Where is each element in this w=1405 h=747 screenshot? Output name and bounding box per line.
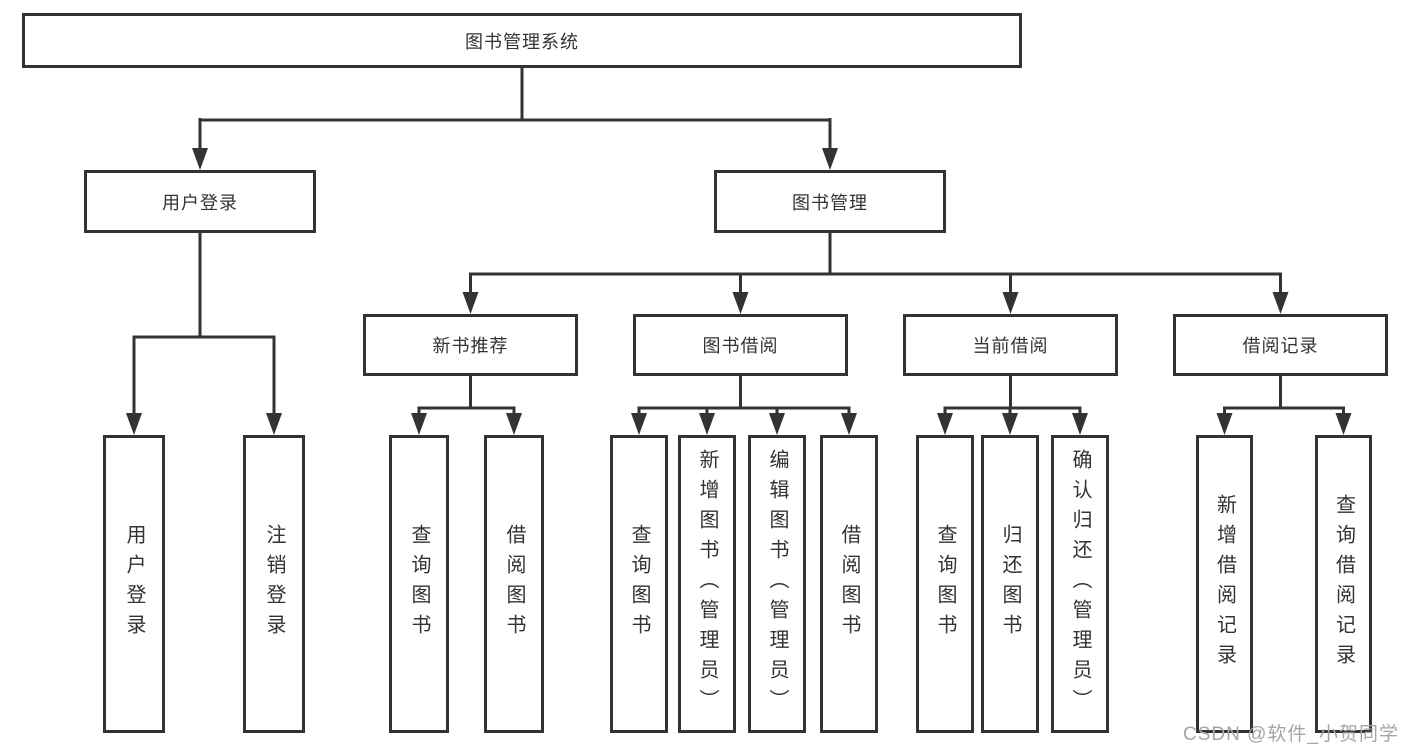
leaf-book-borrow-edit-books-admin: 编辑图书（管理员） — [748, 435, 806, 733]
leaf-borrow-records-add-record: 新增借阅记录 — [1196, 435, 1253, 733]
leaf-current-borrow-confirm-return-admin: 确认归还（管理员） — [1051, 435, 1109, 733]
node-borrow-records: 借阅记录 — [1173, 314, 1388, 376]
leaf-borrow-records-query-record: 查询借阅记录 — [1315, 435, 1372, 733]
leaf-new-books-borrow-books: 借阅图书 — [484, 435, 544, 733]
node-user-login: 用户登录 — [84, 170, 316, 233]
leaf-current-borrow-return-books: 归还图书 — [981, 435, 1039, 733]
leaf-book-borrow-query-books: 查询图书 — [610, 435, 668, 733]
csdn-watermark: CSDN @软件_小贺同学 — [1183, 724, 1399, 745]
node-root-library-system: 图书管理系统 — [22, 13, 1022, 68]
leaf-book-borrow-add-books-admin: 新增图书（管理员） — [678, 435, 736, 733]
leaf-book-borrow-borrow-books: 借阅图书 — [820, 435, 878, 733]
node-book-management: 图书管理 — [714, 170, 946, 233]
leaf-user-login: 用户登录 — [103, 435, 165, 733]
node-new-book-recommend: 新书推荐 — [363, 314, 578, 376]
leaf-logout-login: 注销登录 — [243, 435, 305, 733]
arrowheads — [126, 148, 1352, 435]
leaf-current-borrow-query-books: 查询图书 — [916, 435, 974, 733]
node-current-borrow: 当前借阅 — [903, 314, 1118, 376]
node-book-borrow: 图书借阅 — [633, 314, 848, 376]
leaf-new-books-query-books: 查询图书 — [389, 435, 449, 733]
